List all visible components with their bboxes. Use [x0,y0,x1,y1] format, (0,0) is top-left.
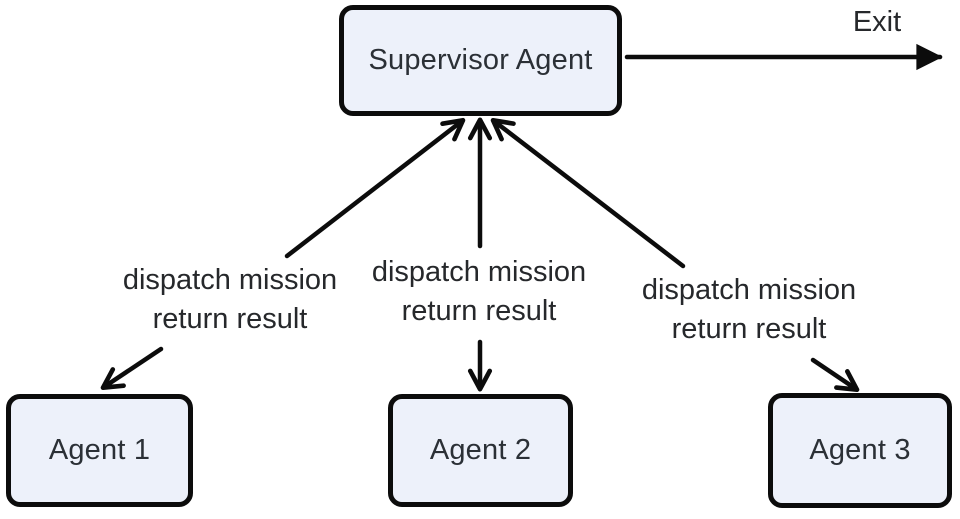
edge-label-agent3-line2: return result [671,313,827,345]
edge-agent3-to-supervisor-line [490,117,686,269]
node-agent-3: Agent 3 [768,393,952,508]
edge-label-agent1-line1: dispatch mission [122,264,338,296]
node-agent-1: Agent 1 [6,394,193,507]
node-agent-1-label: Agent 1 [48,434,151,466]
edge-label-exit-text: Exit [852,6,902,38]
node-agent-2: Agent 2 [388,394,573,507]
node-agent-2-label: Agent 2 [429,434,532,466]
edge-label-agent3: dispatch mission return result [629,271,869,349]
edge-label-agent2-line2: return result [401,295,557,327]
edge-label-agent2-line1: dispatch mission [371,256,587,288]
node-supervisor-agent-label: Supervisor Agent [368,44,593,76]
edge-label-exit: Exit [820,3,934,42]
edge-supervisor-to-agent1-line [100,346,164,390]
edge-label-agent3-line1: dispatch mission [641,274,857,306]
edge-label-agent1: dispatch mission return result [90,261,370,339]
edge-agent1-to-supervisor-line [284,117,466,259]
node-agent-3-label: Agent 3 [809,434,911,466]
edge-label-agent1-line2: return result [152,303,308,335]
node-supervisor-agent: Supervisor Agent [339,5,622,116]
edge-supervisor-to-agent3-line [810,357,860,392]
edge-label-agent2: dispatch mission return result [359,253,599,331]
